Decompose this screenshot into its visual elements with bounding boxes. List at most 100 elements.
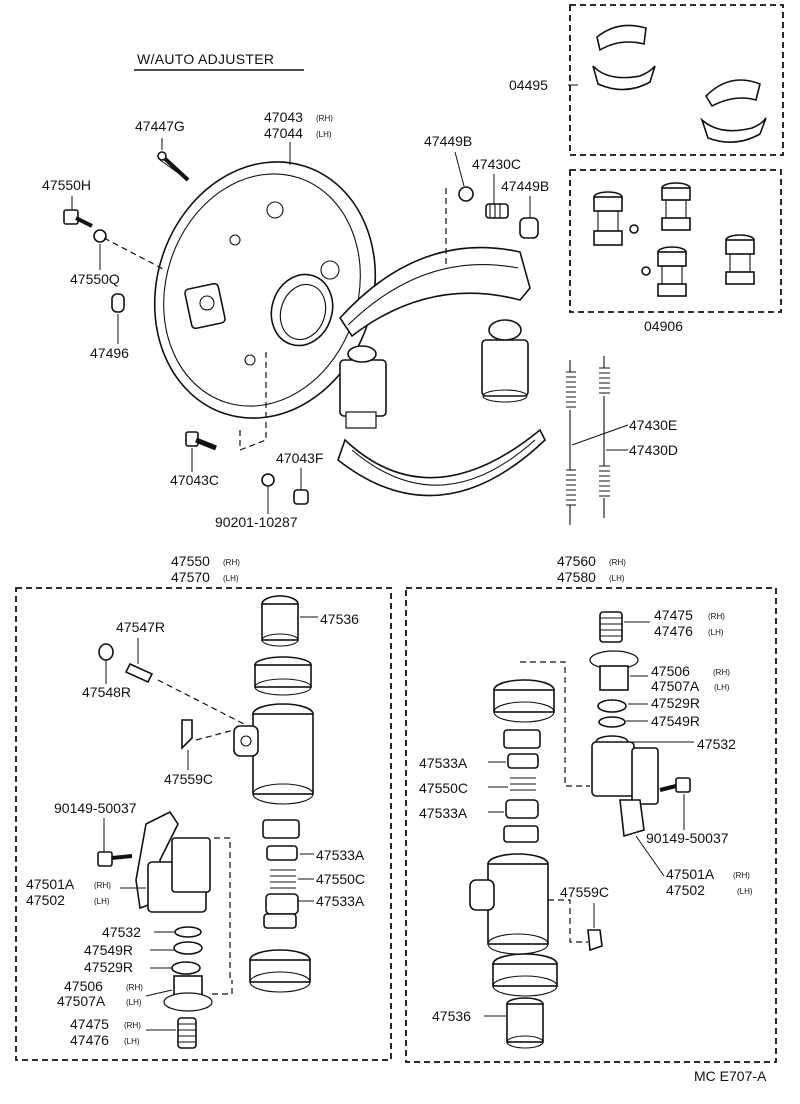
label-47507A-left: 47507A [57,993,106,1009]
upper-brake-shoe [338,188,531,338]
spring-47430E [566,360,576,525]
kit-cup-1 [593,191,623,246]
label-47506-left: 47506 [64,978,103,994]
label-47529R-right: 47529R [651,695,700,711]
svg-text:W/AUTO ADJUSTER: W/AUTO ADJUSTER [137,51,274,67]
label-47549R-right: 47549R [651,713,700,729]
label-47501A-left: 47501A [26,876,75,892]
kit-bleeder-1 [629,224,639,234]
brake-shoe-kit-box [568,4,784,156]
plug-47496 [111,293,125,313]
label-47549R-left: 47549R [84,942,133,958]
figure-code: MC E707-A [694,1068,767,1084]
qualifier-lh: (LH) [124,1037,140,1046]
qualifier-rh: (RH) [124,1021,141,1030]
qualifier-rh: (RH) [713,668,730,677]
qualifier-lh: (LH) [316,130,332,139]
label-47559C-left: 47559C [164,771,213,787]
label-47533A-left-1: 47533A [316,847,365,863]
shoe-icon-1 [596,24,647,52]
qualifier-lh: (LH) [609,574,625,583]
qualifier-lh: (LH) [126,998,142,1007]
label-47529R-left: 47529R [84,959,133,975]
label-47550: 47550 [171,553,210,569]
label-47043C: 47043C [170,472,219,488]
label-90149-50037-right: 90149-50037 [646,830,729,846]
nut-47043F [293,489,309,505]
label-47547R: 47547R [116,619,165,635]
label-47447G: 47447G [135,118,185,134]
cup-47449B-b [519,217,539,239]
label-47476-right: 47476 [654,623,693,639]
left-cylinder-parts [97,595,314,1049]
label-47506-right: 47506 [651,663,690,679]
adjuster-assembly [339,345,387,429]
label-47430C: 47430C [472,156,521,172]
label-47507A-right: 47507A [651,678,700,694]
qualifier-lh: (LH) [94,897,110,906]
label-47043F: 47043F [276,450,323,466]
label-47533A-right-1: 47533A [419,755,468,771]
label-47532-right: 47532 [697,736,736,752]
shoe-icon-2 [592,65,656,91]
label-47533A-left-2: 47533A [316,893,365,909]
bolt-47550H [63,209,93,228]
label-47560: 47560 [557,553,596,569]
kit-cup-3 [657,246,687,297]
qualifier-lh: (LH) [223,574,239,583]
label-47550H: 47550H [42,177,91,193]
label-47501A-right: 47501A [666,866,715,882]
qualifier-rh: (RH) [223,558,240,567]
right-cylinder-assembly-box [405,587,777,1063]
right-cylinder-parts [469,611,691,1049]
qualifier-rh: (RH) [316,114,333,123]
kit-cup-2 [661,182,691,231]
label-47475-right: 47475 [654,607,693,623]
label-47502-left: 47502 [26,892,65,908]
left-cylinder-assembly-box [15,587,392,1061]
label-47550Q: 47550Q [70,271,120,287]
qualifier-lh: (LH) [737,887,753,896]
label-47532-left: 47532 [102,924,141,940]
qualifier-rh: (RH) [733,871,750,880]
label-47475-left: 47475 [70,1016,109,1032]
qualifier-rh: (RH) [609,558,626,567]
shoe-icon-4 [700,117,767,143]
label-47548R: 47548R [82,684,131,700]
label-47043: 47043 [264,109,303,125]
kit-bleeder-2 [641,266,651,276]
label-47533A-right-2: 47533A [419,805,468,821]
label-90149-50037-left: 90149-50037 [54,800,137,816]
label-47449B-a: 47449B [424,133,472,149]
label-47496: 47496 [90,345,129,361]
spring-47430D [599,356,610,518]
qualifier-lh: (LH) [708,628,724,637]
label-47476-left: 47476 [70,1032,109,1048]
label-47502-right: 47502 [666,882,705,898]
washer-90201 [261,473,275,487]
qualifier-rh: (RH) [708,612,725,621]
shoe-icon-3 [704,79,761,108]
label-47550C-left: 47550C [316,871,365,887]
cylinder-kit-box [569,169,782,313]
spring-47430C [485,203,509,219]
kit-cup-4 [725,234,755,285]
label-47580: 47580 [557,569,596,585]
label-47536-right: 47536 [432,1008,471,1024]
bolt-47447G [157,151,190,182]
label-47430D: 47430D [629,442,678,458]
qualifier-lh: (LH) [714,683,730,692]
bolt-47043C [185,431,217,451]
label-90201-10287: 90201-10287 [215,514,298,530]
label-47449B-b: 47449B [501,178,549,194]
washer-47550Q [93,229,107,243]
label-47570: 47570 [171,569,210,585]
wheel-cylinder-top [481,319,529,403]
label-47044: 47044 [264,125,303,141]
lower-brake-shoe [337,428,546,497]
label-47536-left: 47536 [320,611,359,627]
cup-47449B-a [458,186,474,202]
qualifier-rh: (RH) [126,983,143,992]
label-47430E: 47430E [629,417,677,433]
